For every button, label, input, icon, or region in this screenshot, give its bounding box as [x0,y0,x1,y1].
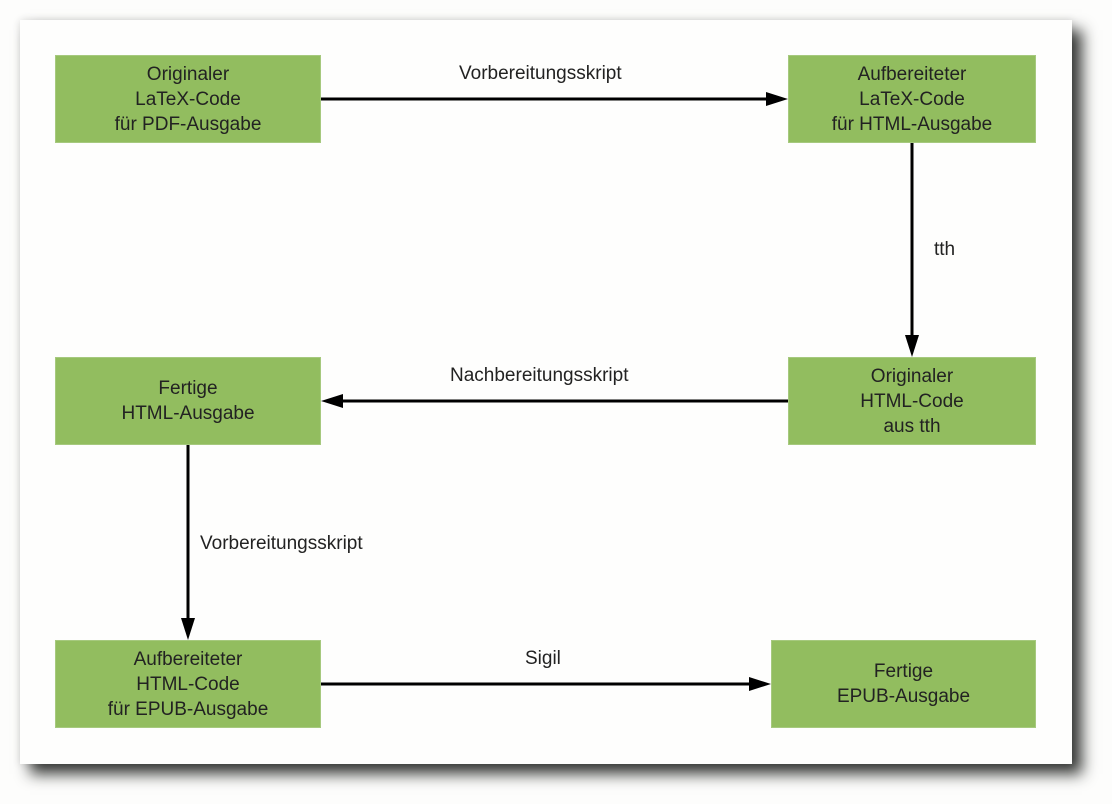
node-prepared-latex[interactable]: Aufbereiteter LaTeX-Code für HTML-Ausgab… [788,55,1036,143]
arrowhead-icon [321,394,343,408]
node-original-html[interactable]: Originaler HTML-Code aus tth [788,357,1036,445]
arrowhead-icon [749,677,771,691]
edge-n5-n6 [321,677,771,691]
edge-label: Nachbereitungsskript [450,365,629,386]
node-label: Originaler LaTeX-Code für PDF-Ausgabe [114,63,262,135]
node-label: Fertige EPUB-Ausgabe [836,661,971,707]
arrowhead-icon [766,92,788,106]
edge-n2-n3 [905,143,919,357]
arrowhead-icon [181,618,195,640]
arrowhead-icon [905,335,919,357]
node-label: Aufbereiteter HTML-Code für EPUB-Ausgabe [107,648,269,720]
edge-n3-n4 [321,394,788,408]
node-finished-html[interactable]: Fertige HTML-Ausgabe [55,357,321,445]
node-label: Originaler HTML-Code aus tth [860,365,964,437]
edge-label: tth [934,239,956,260]
node-original-latex[interactable]: Originaler LaTeX-Code für PDF-Ausgabe [55,55,321,143]
node-prepared-html[interactable]: Aufbereiteter HTML-Code für EPUB-Ausgabe [55,640,321,728]
edge-label: Vorbereitungsskript [200,533,363,554]
node-label: Fertige HTML-Ausgabe [121,378,255,424]
edge-label: Vorbereitungsskript [459,63,622,84]
edge-n1-n2 [321,92,788,106]
edge-n4-n5 [181,445,195,640]
node-label: Aufbereiteter LaTeX-Code für HTML-Ausgab… [831,63,993,135]
edge-label: Sigil [525,648,561,669]
node-finished-epub[interactable]: Fertige EPUB-Ausgabe [771,640,1036,728]
